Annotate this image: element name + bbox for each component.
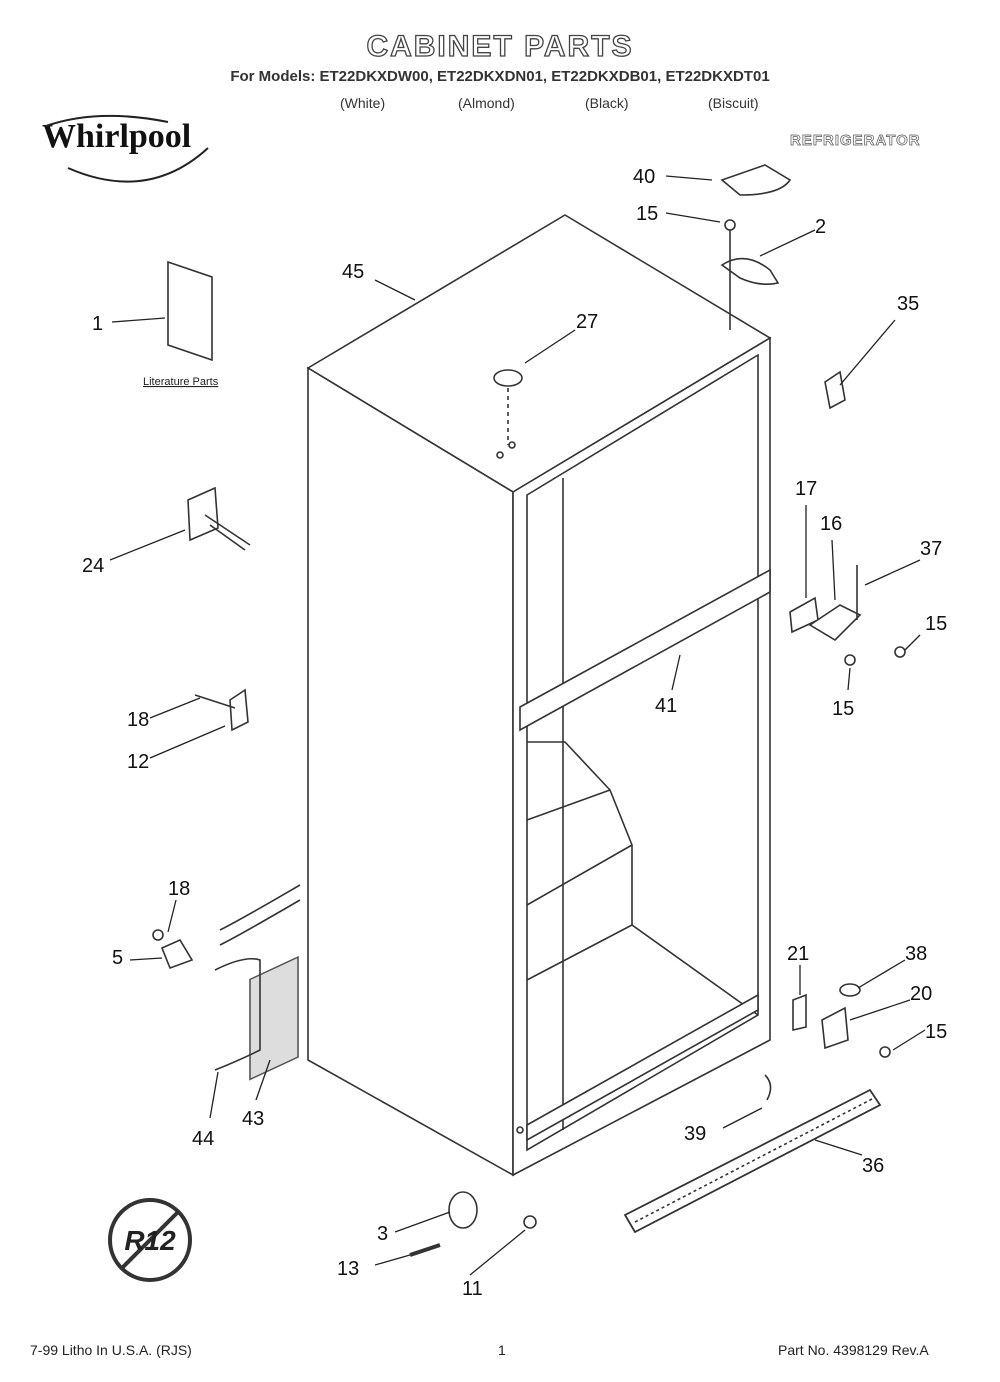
callout-16: 16: [820, 513, 842, 535]
footer-print-info: 7-99 Litho In U.S.A. (RJS): [30, 1342, 192, 1358]
grille-clip-part: [764, 1074, 772, 1101]
callout-36: 36: [862, 1155, 884, 1177]
top-hinge-part: [720, 257, 780, 285]
part-number: Part No. 4398129 Rev.A: [778, 1342, 929, 1358]
callout-5: 5: [112, 947, 123, 969]
callout-40: 40: [633, 166, 655, 188]
callout-37: 37: [920, 538, 942, 560]
callout-21: 21: [787, 943, 809, 965]
callout-18: 18: [168, 878, 190, 900]
callout-11: 11: [462, 1278, 483, 1300]
callout-12: 12: [127, 751, 149, 773]
brand-swoosh: [45, 114, 209, 183]
callout-27: 27: [576, 311, 598, 333]
callout-43: 43: [242, 1108, 264, 1130]
callout-38: 38: [905, 943, 927, 965]
color-white: (White): [340, 95, 386, 111]
callout-15: 15: [832, 698, 854, 720]
callout-15: 15: [636, 203, 658, 225]
r12-prohibited-icon: [108, 1198, 192, 1282]
r12-symbol-label: R12: [124, 1225, 176, 1256]
hinge-pin-part: [824, 370, 846, 410]
callout-17: 17: [795, 478, 817, 500]
cabinet-body: [306, 214, 772, 1177]
literature-part: [167, 260, 213, 362]
callout-20: 20: [910, 983, 932, 1005]
mount-clip-part: [194, 688, 249, 732]
callout-35: 35: [897, 293, 919, 315]
color-biscuit: (Biscuit): [708, 95, 759, 111]
literature-parts-label: Literature Parts: [143, 376, 219, 388]
callout-39: 39: [684, 1123, 706, 1145]
plug-part: [493, 369, 523, 387]
leveling-leg-part: [409, 1191, 537, 1257]
callout-15: 15: [925, 613, 947, 635]
callout-18: 18: [127, 709, 149, 731]
callout-41: 41: [655, 695, 677, 717]
drain-tube-part: [152, 884, 301, 1081]
callout-24: 24: [82, 555, 104, 577]
bottom-hinge-part: [792, 983, 891, 1058]
callout-44: 44: [192, 1128, 214, 1150]
callout-1: 1: [92, 313, 103, 335]
callout-15: 15: [925, 1021, 947, 1043]
color-almond: (Almond): [458, 95, 515, 111]
page-number: 1: [498, 1342, 506, 1358]
center-hinge-part: [789, 565, 906, 666]
callout-13: 13: [337, 1258, 359, 1280]
screw-part: [724, 219, 736, 231]
callout-45: 45: [342, 261, 364, 283]
callout-3: 3: [377, 1223, 388, 1245]
model-list: For Models: ET22DKXDW00, ET22DKXDN01, ET…: [230, 68, 770, 85]
color-black: (Black): [585, 95, 629, 111]
category-label: REFRIGERATOR: [790, 132, 921, 150]
brand-logo: Whirlpool: [42, 118, 192, 155]
bracket-part: [187, 486, 251, 551]
page-title: CABINET PARTS: [366, 29, 634, 63]
callout-2: 2: [815, 216, 826, 238]
hinge-cover-part: [720, 164, 792, 196]
